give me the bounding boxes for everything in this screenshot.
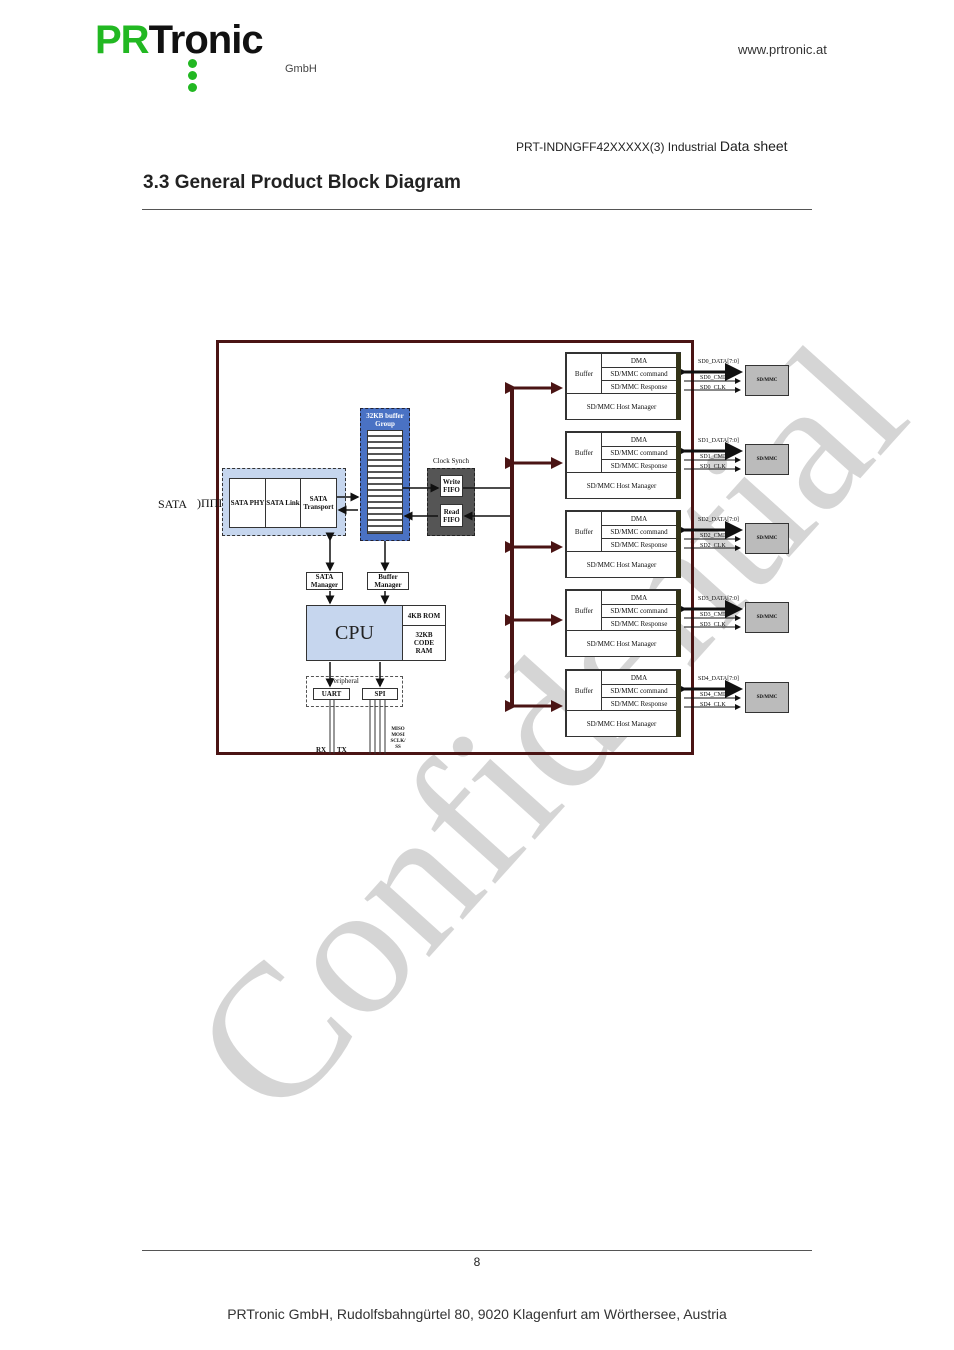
sd-host-block: Buffer DMA SD/MMC command SD/MMC Respons…	[565, 431, 681, 499]
sd-buffer: Buffer	[566, 511, 602, 552]
section-title: 3.3 General Product Block Diagram	[143, 172, 461, 193]
sd-signal-lines	[669, 600, 743, 630]
sata-transport: SATA Transport	[300, 478, 337, 528]
sd-buffer: Buffer	[566, 432, 602, 473]
code-ram-block: 32KB CODE RAM	[402, 625, 446, 661]
sd-host-block: Buffer DMA SD/MMC command SD/MMC Respons…	[565, 669, 681, 737]
sd-cmd-signal: SD3_CMD	[700, 612, 728, 618]
logo-dot	[188, 71, 197, 80]
tx-label: TX	[337, 746, 347, 754]
sd-dma: DMA	[601, 353, 677, 368]
diagram-connections	[325, 363, 743, 754]
sd-card-icon: SD/MMC	[745, 365, 789, 396]
sd-response: SD/MMC Response	[601, 617, 677, 631]
sd-host-manager: SD/MMC Host Manager	[566, 472, 677, 499]
sata-manager: SATA Manager	[306, 572, 343, 590]
sata-connector-icon: )ΠΠΠ	[197, 496, 227, 510]
rx-label: RX	[316, 746, 327, 754]
logo-dot	[188, 83, 197, 92]
sd-signal-lines	[669, 363, 743, 393]
sd-dma: DMA	[601, 432, 677, 447]
spi-block: SPI	[362, 688, 398, 700]
sd-host-block: Buffer DMA SD/MMC command SD/MMC Respons…	[565, 352, 681, 420]
sd-cmd-signal: SD4_CMD	[700, 692, 728, 698]
sd-port-bar	[676, 353, 681, 420]
sd-command: SD/MMC command	[601, 446, 677, 460]
sd-data-signal: SD2_DATA[7:0]	[698, 517, 739, 523]
sd-command: SD/MMC command	[601, 525, 677, 539]
page-number: 8	[473, 1255, 481, 1269]
logo-subtitle: GmbH	[285, 63, 317, 75]
uart-block: UART	[313, 688, 350, 700]
sd-card-icon: SD/MMC	[745, 444, 789, 475]
sd-cmd-signal: SD1_CMD	[700, 454, 728, 460]
sd-port-bar	[676, 511, 681, 578]
sd-signal-lines	[669, 680, 743, 710]
sd-host-manager: SD/MMC Host Manager	[566, 393, 677, 420]
read-fifo: Read FIFO	[440, 504, 463, 527]
spi-signals-label: MISO MOSI SCLK/ SS	[390, 727, 406, 750]
sd-host-manager: SD/MMC Host Manager	[566, 551, 677, 578]
sd-card-icon: SD/MMC	[745, 682, 789, 713]
logo-dot	[188, 59, 197, 68]
website-url: www.prtronic.at	[738, 42, 827, 57]
sd-command: SD/MMC command	[601, 604, 677, 618]
cpu-block: CPU	[306, 605, 403, 661]
sd-clk-signal: SD0_CLK	[700, 385, 726, 391]
buffer-slots	[367, 430, 403, 534]
footer-divider	[142, 1250, 812, 1251]
company-address: PRTronic GmbH, Rudolfsbahngürtel 80, 902…	[227, 1306, 727, 1322]
sd-card-icon: SD/MMC	[745, 602, 789, 633]
sd-port-bar	[676, 432, 681, 499]
sd-clk-signal: SD3_CLK	[700, 622, 726, 628]
sd-data-signal: SD0_DATA[7:0]	[698, 359, 739, 365]
sd-clk-signal: SD1_CLK	[700, 464, 726, 470]
sd-dma: DMA	[601, 511, 677, 526]
sd-buffer: Buffer	[566, 353, 602, 394]
sd-buffer: Buffer	[566, 590, 602, 631]
sd-port-bar	[676, 670, 681, 737]
sd-dma: DMA	[601, 590, 677, 605]
company-logo: PRTronic	[95, 18, 264, 62]
sd-host-block: Buffer DMA SD/MMC command SD/MMC Respons…	[565, 510, 681, 578]
clock-synch-label: Clock Synch	[433, 457, 469, 465]
sata-link: SATA Link	[265, 478, 301, 528]
sd-host-block: Buffer DMA SD/MMC command SD/MMC Respons…	[565, 589, 681, 657]
buffer-group-label: 32KB buffer Group	[366, 412, 404, 428]
header-divider	[142, 209, 812, 210]
buffer-manager: Buffer Manager	[367, 572, 409, 590]
sd-dma: DMA	[601, 670, 677, 685]
sd-port-bar	[676, 590, 681, 657]
sd-response: SD/MMC Response	[601, 459, 677, 473]
sd-clk-signal: SD4_CLK	[700, 702, 726, 708]
peripheral-label: Peripheral	[330, 677, 359, 685]
sd-response: SD/MMC Response	[601, 380, 677, 394]
sd-buffer: Buffer	[566, 670, 602, 711]
sd-command: SD/MMC command	[601, 367, 677, 381]
sd-data-signal: SD1_DATA[7:0]	[698, 438, 739, 444]
sd-command: SD/MMC command	[601, 684, 677, 698]
sd-host-manager: SD/MMC Host Manager	[566, 630, 677, 657]
sd-cmd-signal: SD0_CMD	[700, 375, 728, 381]
document-id: PRT-INDNGFF42XXXXX(3) Industrial Data sh…	[516, 138, 788, 154]
sd-cmd-signal: SD2_CMD	[700, 533, 728, 539]
sd-signal-lines	[669, 442, 743, 472]
sata-label: SATA	[158, 497, 188, 511]
sd-data-signal: SD4_DATA[7:0]	[698, 676, 739, 682]
sata-phy: SATA PHY	[229, 478, 266, 528]
sd-response: SD/MMC Response	[601, 538, 677, 552]
sd-signal-lines	[669, 521, 743, 551]
sd-clk-signal: SD2_CLK	[700, 543, 726, 549]
sd-host-manager: SD/MMC Host Manager	[566, 710, 677, 737]
write-fifo: Write FIFO	[440, 475, 463, 497]
sd-response: SD/MMC Response	[601, 697, 677, 711]
peripheral-group	[306, 676, 403, 707]
sd-card-icon: SD/MMC	[745, 523, 789, 554]
sd-data-signal: SD3_DATA[7:0]	[698, 596, 739, 602]
